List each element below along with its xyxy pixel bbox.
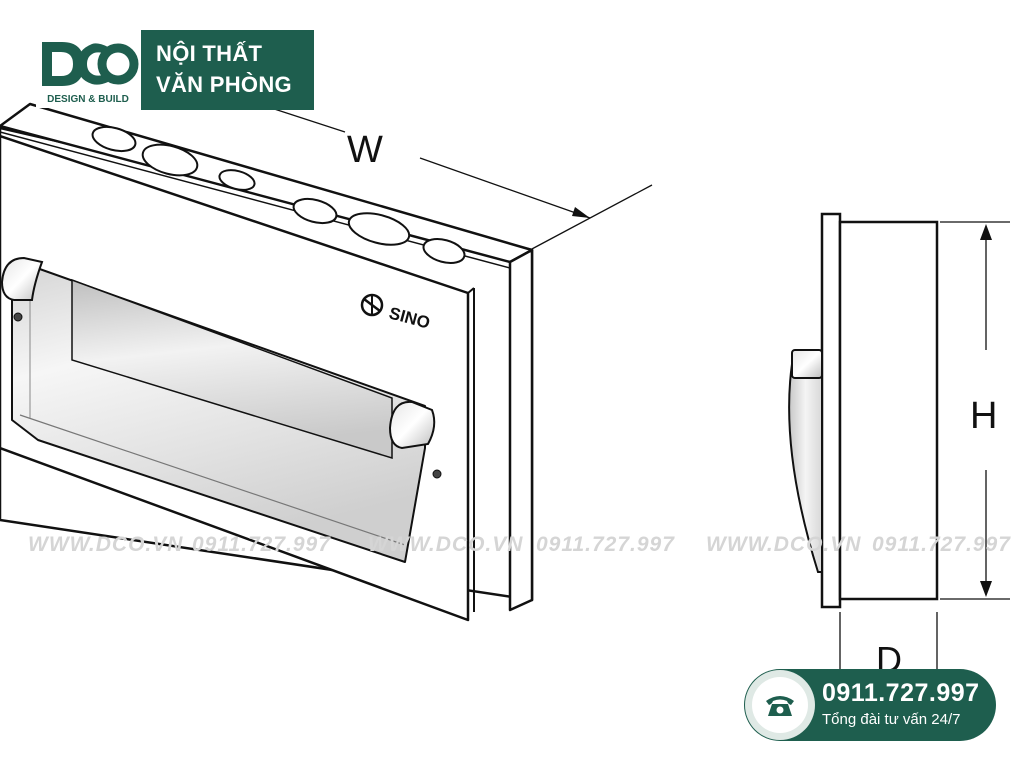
watermark-site-1: WWW.DCO.VN (28, 533, 183, 556)
watermark-phone-1: 0911.727.997 (192, 533, 331, 556)
dco-logo[interactable]: DESIGN & BUILD (36, 30, 140, 108)
screw-left (13, 312, 23, 322)
depth-dimension (839, 612, 938, 680)
side-hinge (791, 349, 823, 379)
hotline-icon-circle (752, 677, 808, 733)
brand-title-line2: VĂN PHÒNG (156, 72, 292, 97)
hotline-button[interactable]: 0911.727.997 Tổng đài tư vấn 24/7 (744, 669, 996, 741)
brand-title-line1: NỘI THẤT (156, 41, 263, 66)
cabinet-right-face (508, 248, 534, 612)
telephone-icon (766, 696, 794, 716)
brand-title-box[interactable]: NỘI THẤT VĂN PHÒNG (141, 30, 314, 110)
side-body (838, 220, 939, 601)
logo-subtext: DESIGN & BUILD (47, 94, 129, 105)
watermark-strip: WWW.DCO.VN 0911.727.997 WWW.DCO.VN 0911.… (28, 533, 1011, 556)
watermark-site-2: WWW.DCO.VN (368, 533, 523, 556)
cabinet-side-view: H D (788, 212, 1010, 680)
hotline-icon-ring (745, 670, 815, 740)
screw-right (432, 469, 442, 479)
watermark-phone-3: 0911.727.997 (872, 533, 1011, 556)
knockout-holes (91, 125, 466, 264)
cabinet-isometric-view: SINO W (0, 102, 653, 622)
hotline-caption: Tổng đài tư vấn 24/7 (822, 711, 961, 728)
height-dimension (940, 221, 1010, 600)
cover-hinges (0, 256, 436, 450)
watermark-site-3: WWW.DCO.VN (706, 533, 861, 556)
width-label: W (347, 129, 383, 171)
dco-logo-mark: DESIGN & BUILD (42, 42, 139, 105)
cover-window (71, 278, 393, 460)
hotline-number: 0911.727.997 (822, 679, 980, 707)
height-label: H (970, 395, 997, 437)
watermark-phone-2: 0911.727.997 (536, 533, 675, 556)
